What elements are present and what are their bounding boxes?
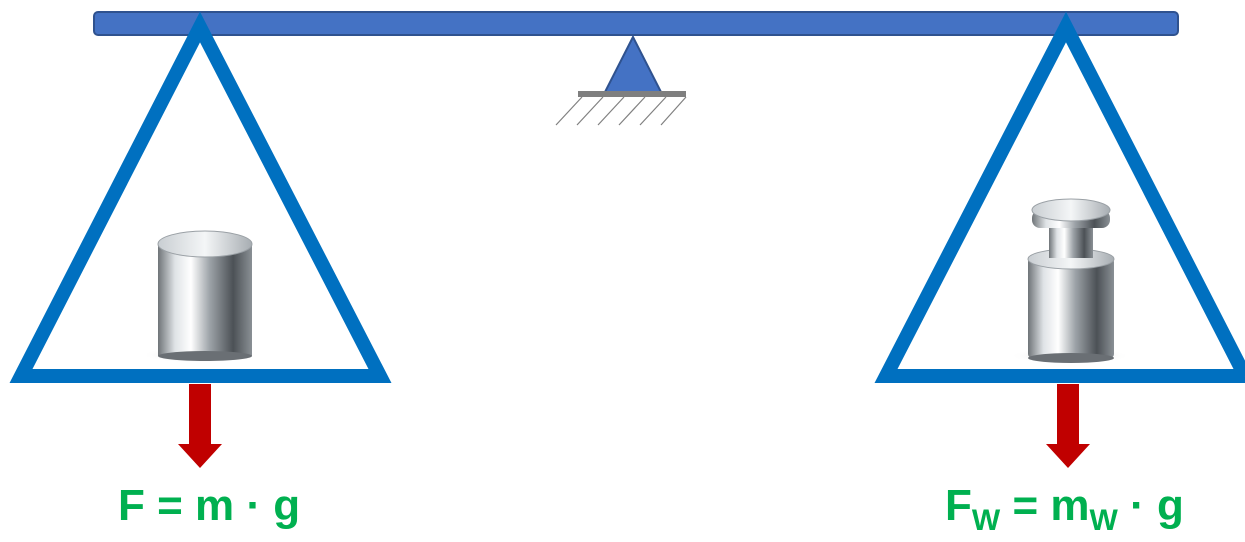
mass-symbol: m bbox=[195, 481, 234, 530]
cylinder-weight bbox=[142, 231, 258, 363]
force-symbol: F bbox=[945, 481, 972, 530]
right-force-formula: FW = mW · g bbox=[945, 484, 1184, 528]
left-force-formula: F = m · g bbox=[118, 484, 300, 528]
mass-symbol: m bbox=[1050, 481, 1089, 530]
equals-sign: = bbox=[145, 481, 195, 530]
force-symbol: F bbox=[118, 481, 145, 530]
ground-hatching bbox=[556, 97, 686, 125]
equals-sign: = bbox=[1000, 481, 1050, 530]
pivot-triangle bbox=[605, 37, 661, 92]
mass-subscript: W bbox=[1090, 504, 1118, 537]
gravity-symbol: g bbox=[1157, 481, 1184, 530]
calibration-weight bbox=[1010, 199, 1130, 364]
balance-beam bbox=[94, 12, 1178, 35]
gravity-symbol: g bbox=[273, 481, 300, 530]
ground-bar bbox=[578, 91, 686, 97]
right-force-arrow bbox=[1046, 384, 1090, 468]
force-subscript: W bbox=[972, 504, 1000, 537]
multiply-dot: · bbox=[1118, 481, 1157, 530]
multiply-dot: · bbox=[234, 481, 273, 530]
left-force-arrow bbox=[178, 384, 222, 468]
